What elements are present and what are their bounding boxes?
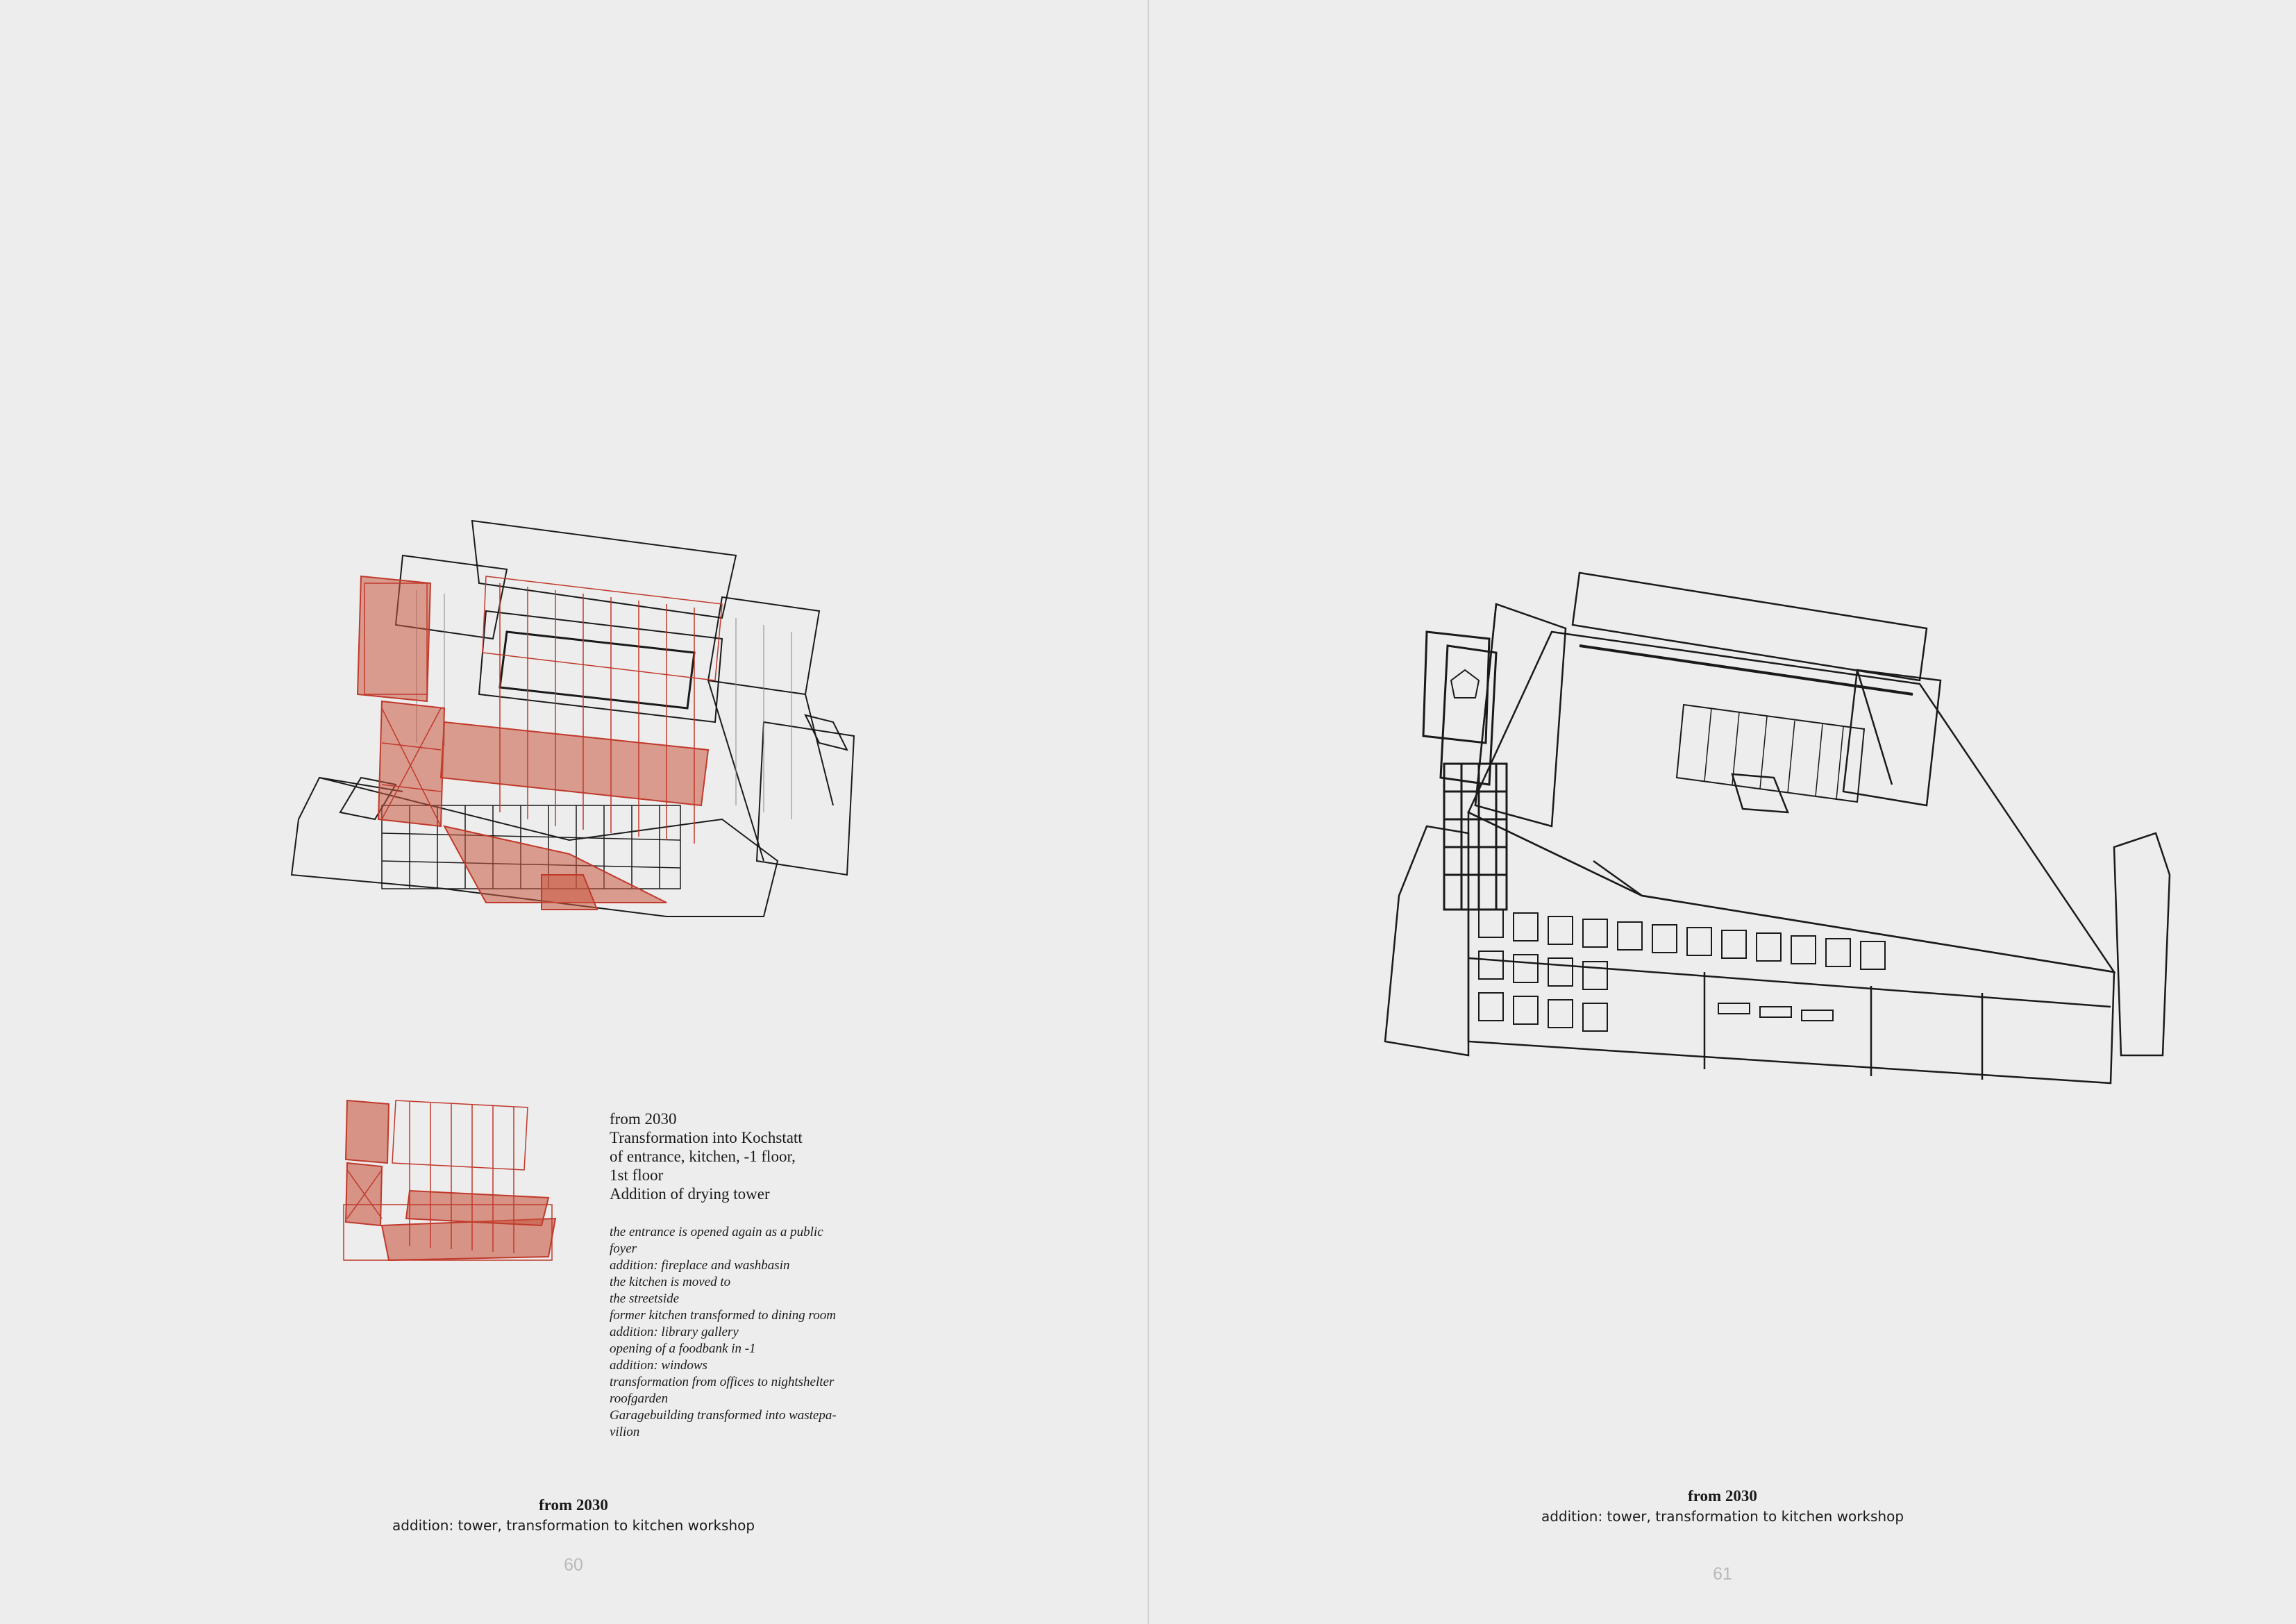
left-caption: from 2030 addition: tower, transformatio… (296, 1496, 851, 1536)
caption-title: from 2030 (1688, 1487, 1757, 1505)
axonometric-drawing-red-overlay (290, 519, 855, 917)
right-page: from 2030 addition: tower, transformatio… (1149, 0, 2296, 1624)
page-number: 60 (564, 1555, 583, 1575)
heading-line: Transformation into Kochstatt (610, 1129, 803, 1146)
axonometric-drawing-line (1384, 571, 2171, 1085)
spine-gutter (1148, 0, 1149, 1624)
caption-subtitle: addition: tower, transformation to kitch… (392, 1517, 755, 1534)
heading-line: Addition of drying tower (610, 1185, 770, 1203)
note-item: the streetside (610, 1291, 680, 1306)
right-caption: from 2030 addition: tower, transformatio… (1149, 1487, 2296, 1527)
note-item: the kitchen is moved to (610, 1275, 731, 1289)
thumbnail-drawing (343, 1099, 557, 1262)
note-item: foyer (610, 1241, 637, 1256)
heading-line: of entrance, kitchen, -1 floor, (610, 1148, 796, 1165)
note-item: addition: library gallery (610, 1325, 739, 1339)
left-page: from 2030 Transformation into Kochstatt … (290, 519, 901, 1575)
note-item: opening of a foodbank in -1 (610, 1341, 756, 1356)
note-item: Garagebuilding transformed into wastepa- (610, 1408, 837, 1423)
notes-list: the entrance is opened again as a public… (610, 1224, 901, 1441)
note-item: addition: windows (610, 1358, 707, 1373)
note-item: transformation from offices to nightshel… (610, 1375, 835, 1389)
heading-line: 1st floor (610, 1166, 664, 1184)
note-item: the entrance is opened again as a public (610, 1225, 823, 1239)
caption-title: from 2030 (539, 1496, 608, 1514)
note-item: vilion (610, 1425, 640, 1439)
caption-subtitle: addition: tower, transformation to kitch… (1541, 1508, 1904, 1525)
note-item: former kitchen transformed to dining roo… (610, 1308, 836, 1323)
page-number: 61 (1713, 1564, 1732, 1584)
note-item: addition: fireplace and washbasin (610, 1258, 790, 1273)
note-item: roofgarden (610, 1391, 669, 1406)
heading-line: from 2030 (610, 1110, 677, 1128)
description-text-block: from 2030 Transformation into Kochstatt … (610, 1110, 901, 1441)
